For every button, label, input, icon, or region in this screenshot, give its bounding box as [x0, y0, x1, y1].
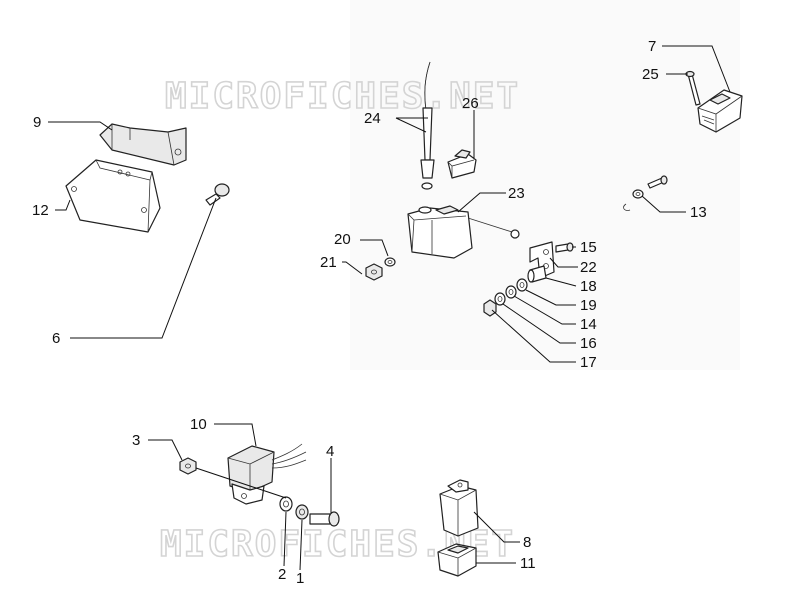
- callout-8: 8: [523, 534, 531, 551]
- callout-19: 19: [580, 297, 597, 314]
- part-26-cap-drawing: [447, 149, 477, 179]
- callout-20: 20: [334, 231, 351, 248]
- part-13-bolt-drawing: [623, 175, 668, 211]
- callout-21: 21: [320, 254, 337, 271]
- callout-labels: 9 12 6 24 26 23 20 21 15 22 18 19 14 16 …: [32, 38, 707, 587]
- part-3-nut-drawing: [179, 457, 197, 475]
- part-8-relay-drawing: [439, 479, 479, 537]
- callout-10: 10: [190, 416, 207, 433]
- part-22-bracket-drawing: [529, 241, 574, 279]
- watermark-top: MICROFICHES.NET: [165, 76, 520, 117]
- callout-6: 6: [52, 330, 60, 347]
- background-panel: [350, 0, 740, 370]
- callout-2: 2: [278, 566, 286, 583]
- leader-lines: [48, 45, 731, 571]
- callout-23: 23: [508, 185, 525, 202]
- part-7-connector-drawing: [697, 89, 743, 133]
- callout-12: 12: [32, 202, 49, 219]
- callout-9: 9: [33, 114, 41, 131]
- callout-1: 1: [296, 570, 304, 587]
- callout-14: 14: [580, 316, 597, 333]
- callout-11: 11: [520, 555, 536, 572]
- callout-25: 25: [642, 66, 659, 83]
- part-6-screw-drawing: [205, 183, 230, 206]
- callout-16: 16: [580, 335, 597, 352]
- callout-22: 22: [580, 259, 597, 276]
- part-12-cover-drawing: [65, 159, 161, 233]
- callout-7: 7: [648, 38, 656, 55]
- part-24-cable-drawing: [420, 61, 435, 190]
- callout-13: 13: [690, 204, 707, 221]
- callout-24: 24: [364, 110, 381, 127]
- part-9-bracket-drawing: [99, 123, 187, 166]
- part-20-21-hardware-drawing: [365, 257, 396, 281]
- part-10-regulator-drawing: [227, 443, 307, 505]
- part-11-base-drawing: [437, 543, 477, 577]
- part-1-2-4-hardware-drawing: [279, 496, 340, 527]
- callout-4: 4: [326, 443, 334, 460]
- part-23-coil-drawing: [407, 205, 520, 259]
- washer-stack-drawing: [483, 278, 528, 317]
- callout-26: 26: [462, 95, 479, 112]
- callout-17: 17: [580, 354, 597, 371]
- callout-15: 15: [580, 239, 597, 256]
- callout-3: 3: [132, 432, 140, 449]
- callout-18: 18: [580, 278, 597, 295]
